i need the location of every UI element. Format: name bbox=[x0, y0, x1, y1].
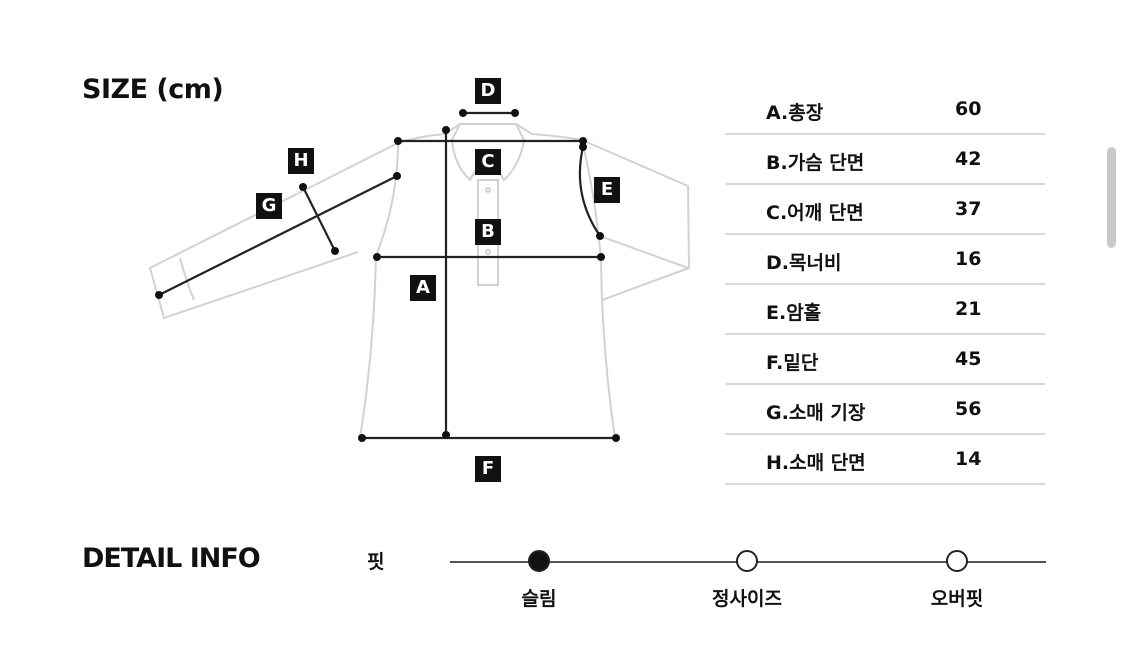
label-c: C bbox=[475, 149, 501, 175]
size-row: F.밑단 45 bbox=[725, 335, 1045, 385]
shirt-outline-illustration bbox=[148, 109, 691, 442]
measure-value: 42 bbox=[955, 148, 982, 170]
measure-name: B.가슴 단면 bbox=[766, 152, 865, 174]
detail-title: DETAIL INFO bbox=[82, 543, 261, 574]
label-a: A bbox=[410, 275, 436, 301]
fit-dot-slim-selected bbox=[528, 550, 550, 572]
measure-name: F.밑단 bbox=[766, 352, 819, 374]
fit-dot-regular bbox=[736, 550, 758, 572]
label-f: F bbox=[475, 456, 501, 482]
label-e: E bbox=[594, 177, 620, 203]
label-g: G bbox=[256, 193, 282, 219]
measure-value: 14 bbox=[955, 448, 982, 470]
measure-value: 60 bbox=[955, 98, 982, 120]
measure-value: 56 bbox=[955, 398, 982, 420]
size-row: B.가슴 단면 42 bbox=[725, 135, 1045, 185]
size-row: G.소매 기장 56 bbox=[725, 385, 1045, 435]
measure-name: C.어깨 단면 bbox=[766, 202, 864, 224]
label-h: H bbox=[288, 148, 314, 174]
size-row: E.암홀 21 bbox=[725, 285, 1045, 335]
fit-dot-oversize bbox=[946, 550, 968, 572]
measure-value: 37 bbox=[955, 198, 982, 220]
fit-label: 핏 bbox=[367, 551, 385, 573]
shirt-size-diagram: D C B A F E H G bbox=[0, 0, 720, 500]
measure-value: 21 bbox=[955, 298, 982, 320]
size-title: SIZE (cm) bbox=[82, 74, 224, 105]
measure-value: 16 bbox=[955, 248, 982, 270]
fit-option-slim: 슬림 bbox=[521, 588, 557, 610]
measure-name: G.소매 기장 bbox=[766, 402, 866, 424]
size-row: D.목너비 16 bbox=[725, 235, 1045, 285]
fit-option-regular: 정사이즈 bbox=[712, 588, 782, 610]
measure-name: D.목너비 bbox=[766, 252, 842, 274]
size-row: C.어깨 단면 37 bbox=[725, 185, 1045, 235]
label-d: D bbox=[475, 78, 501, 104]
fit-option-oversize: 오버핏 bbox=[930, 588, 984, 610]
measure-name: A.총장 bbox=[766, 102, 824, 124]
measure-name: E.암홀 bbox=[766, 302, 822, 324]
measure-name: H.소매 단면 bbox=[766, 452, 866, 474]
label-b: B bbox=[475, 219, 501, 245]
measure-value: 45 bbox=[955, 348, 982, 370]
size-row: H.소매 단면 14 bbox=[725, 435, 1045, 485]
vertical-scrollbar[interactable] bbox=[1107, 147, 1116, 248]
size-row: A.총장 60 bbox=[725, 85, 1045, 135]
size-table: A.총장 60 B.가슴 단면 42 C.어깨 단면 37 D.목너비 16 E.암홀 2… bbox=[725, 85, 1045, 485]
